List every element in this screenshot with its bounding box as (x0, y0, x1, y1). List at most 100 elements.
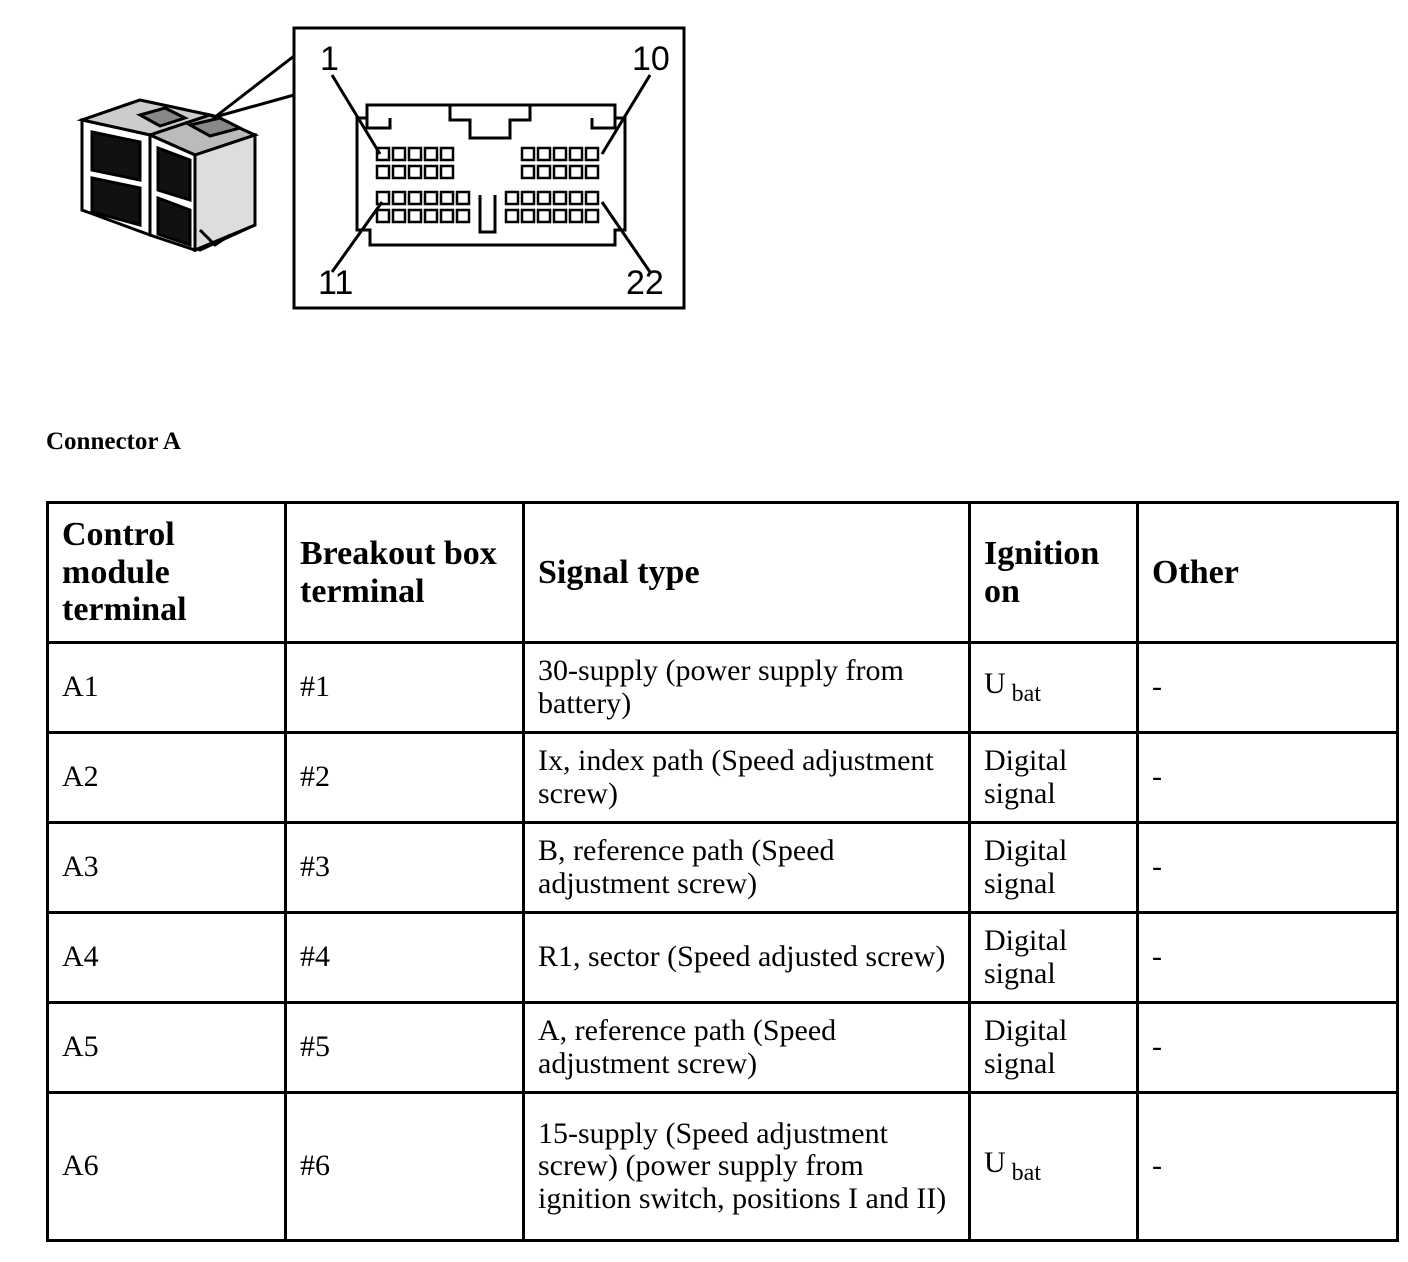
other-cell: - (1136, 641, 1399, 734)
pin-label-22: 22 (626, 264, 664, 302)
pin-label-10: 10 (632, 40, 670, 78)
connector-diagram: 1 10 11 22 (76, 26, 686, 310)
other-cell: - (1136, 911, 1399, 1004)
pin-grid (375, 146, 600, 224)
pin-cavity (439, 146, 455, 162)
ignition-value: U (984, 1145, 1006, 1179)
pin-cavity (520, 146, 536, 162)
ignition-value: Digital signal (984, 924, 1068, 990)
pin-cavity (584, 164, 600, 180)
signal-type-cell: 30-supply (power supply from battery) (522, 641, 971, 734)
signal-type-cell: A, reference path (Speed adjustment scre… (522, 1001, 971, 1094)
ignition-value: Digital signal (984, 834, 1068, 900)
terminal-cell: A1 (46, 641, 287, 734)
pin-cavity (455, 208, 471, 224)
pin-cavity (536, 164, 552, 180)
terminal-cell: A6 (46, 1091, 287, 1242)
breakout-cell: #2 (284, 731, 525, 824)
pin-cavity (568, 190, 584, 206)
ignition-value: U (984, 666, 1006, 700)
section-title: Connector A (46, 428, 181, 455)
header-control-module-terminal: Control module terminal (46, 501, 287, 644)
ignition-on-cell: Digital signal (968, 821, 1139, 914)
pin-cavity (375, 190, 391, 206)
header-ignition-on: Ignition on (968, 501, 1139, 644)
pin-cavity (584, 190, 600, 206)
signal-type-cell: B, reference path (Speed adjustment scre… (522, 821, 971, 914)
pin-cavity (552, 164, 568, 180)
pin-cavity (375, 164, 391, 180)
ignition-value: Digital signal (984, 1014, 1068, 1080)
pin-label-1: 1 (320, 40, 339, 78)
ignition-on-cell: Digital signal (968, 911, 1139, 1004)
pin-cavity (504, 208, 520, 224)
breakout-cell: #1 (284, 641, 525, 734)
pin-cavity (455, 190, 471, 206)
ignition-on-cell: Digital signal (968, 1001, 1139, 1094)
pin-cavity (391, 208, 407, 224)
terminal-cell: A4 (46, 911, 287, 1004)
breakout-cell: #6 (284, 1091, 525, 1242)
pin-cavity (375, 146, 391, 162)
pin-cavity (375, 208, 391, 224)
breakout-cell: #4 (284, 911, 525, 1004)
connector-illustration (76, 98, 260, 253)
pin-cavity (439, 208, 455, 224)
other-cell: - (1136, 821, 1399, 914)
pin-cavity (391, 164, 407, 180)
ignition-value: Digital signal (984, 744, 1068, 810)
pin-cavity (439, 190, 455, 206)
header-signal-type: Signal type (522, 501, 971, 644)
detail-box (292, 26, 686, 310)
pin-cavity (536, 190, 552, 206)
pin-cavity (552, 208, 568, 224)
pin-cavity (584, 208, 600, 224)
pin-cavity (568, 164, 584, 180)
pin-cavity (536, 208, 552, 224)
signal-type-cell: 15-supply (Speed adjustment screw) (powe… (522, 1091, 971, 1242)
terminal-cell: A2 (46, 731, 287, 824)
pin-cavity (504, 190, 520, 206)
pin-label-11: 11 (318, 264, 353, 302)
pin-cavity (407, 208, 423, 224)
signal-type-cell: Ix, index path (Speed adjustment screw) (522, 731, 971, 824)
terminal-cell: A3 (46, 821, 287, 914)
pin-cavity (391, 190, 407, 206)
pin-cavity (520, 164, 536, 180)
terminal-cell: A5 (46, 1001, 287, 1094)
other-cell: - (1136, 1001, 1399, 1094)
pin-assignment-table: Control module terminal Breakout box ter… (46, 501, 1399, 1242)
pin-cavity (520, 190, 536, 206)
pin-cavity (407, 146, 423, 162)
header-other: Other (1136, 501, 1399, 644)
pin-cavity (391, 146, 407, 162)
pin-callouts (330, 74, 652, 273)
pin-cavity (552, 190, 568, 206)
pin-cavity (439, 164, 455, 180)
pin-cavity (520, 208, 536, 224)
pin-cavity (407, 164, 423, 180)
signal-type-cell: R1, sector (Speed adjusted screw) (522, 911, 971, 1004)
pin-cavity (568, 208, 584, 224)
pin-cavity (568, 146, 584, 162)
ignition-subscript: bat (1011, 680, 1041, 707)
breakout-cell: #5 (284, 1001, 525, 1094)
pin-cavity (423, 208, 439, 224)
pin-cavity (423, 164, 439, 180)
ignition-subscript: bat (1011, 1159, 1041, 1186)
connector-figure: 1 10 11 22 (70, 20, 700, 320)
breakout-cell: #3 (284, 821, 525, 914)
pin-cavity (423, 190, 439, 206)
pin-cavity (536, 146, 552, 162)
other-cell: - (1136, 731, 1399, 824)
pin-cavity (407, 190, 423, 206)
table-header-row: Control module terminal Breakout box ter… (46, 501, 1399, 644)
